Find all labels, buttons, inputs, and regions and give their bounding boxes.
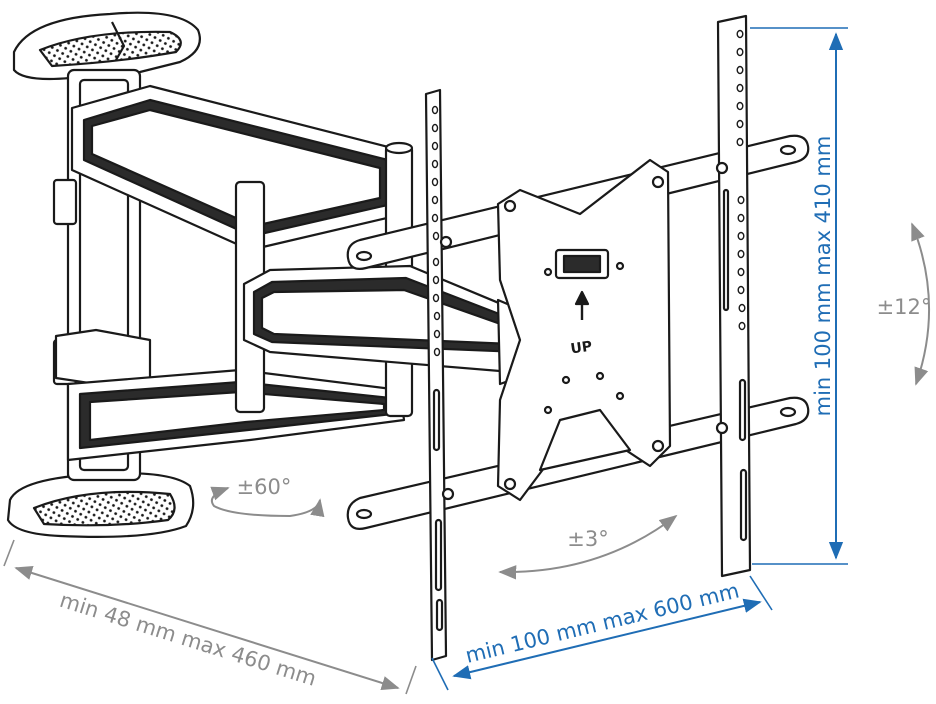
rotation-label: ±60° bbox=[237, 475, 292, 499]
swivel-indicator: ±12° bbox=[877, 222, 932, 386]
vertical-spacing-dimension: min 100 mm max 410 mm bbox=[750, 27, 848, 565]
vesa-adapter-plate bbox=[496, 158, 672, 502]
arrow-up-icon bbox=[574, 290, 590, 320]
tv-bracket-right bbox=[715, 14, 752, 578]
tilt-indicator: ±3° bbox=[498, 514, 678, 580]
tv-bracket-left bbox=[424, 88, 455, 662]
tilt-label: ±3° bbox=[567, 527, 608, 551]
lower-rail bbox=[346, 396, 810, 530]
arm-extension-dimension: min 48 mm max 460 mm bbox=[3, 539, 417, 695]
vertical-spacing-label: min 100 mm max 410 mm bbox=[811, 136, 835, 417]
horizontal-spacing-label: min 100 mm max 600 mm bbox=[463, 579, 742, 668]
plate-up-marking: UP bbox=[570, 339, 594, 358]
horizontal-spacing-dimension: min 100 mm max 600 mm bbox=[431, 575, 773, 691]
articulating-arms bbox=[66, 84, 542, 462]
swivel-label: ±12° bbox=[877, 295, 932, 319]
horizontal-rails bbox=[346, 134, 810, 530]
upper-rail bbox=[346, 134, 810, 270]
rotation-indicator: ±60° bbox=[210, 475, 325, 518]
arm-extension-label: min 48 mm max 460 mm bbox=[57, 588, 319, 691]
